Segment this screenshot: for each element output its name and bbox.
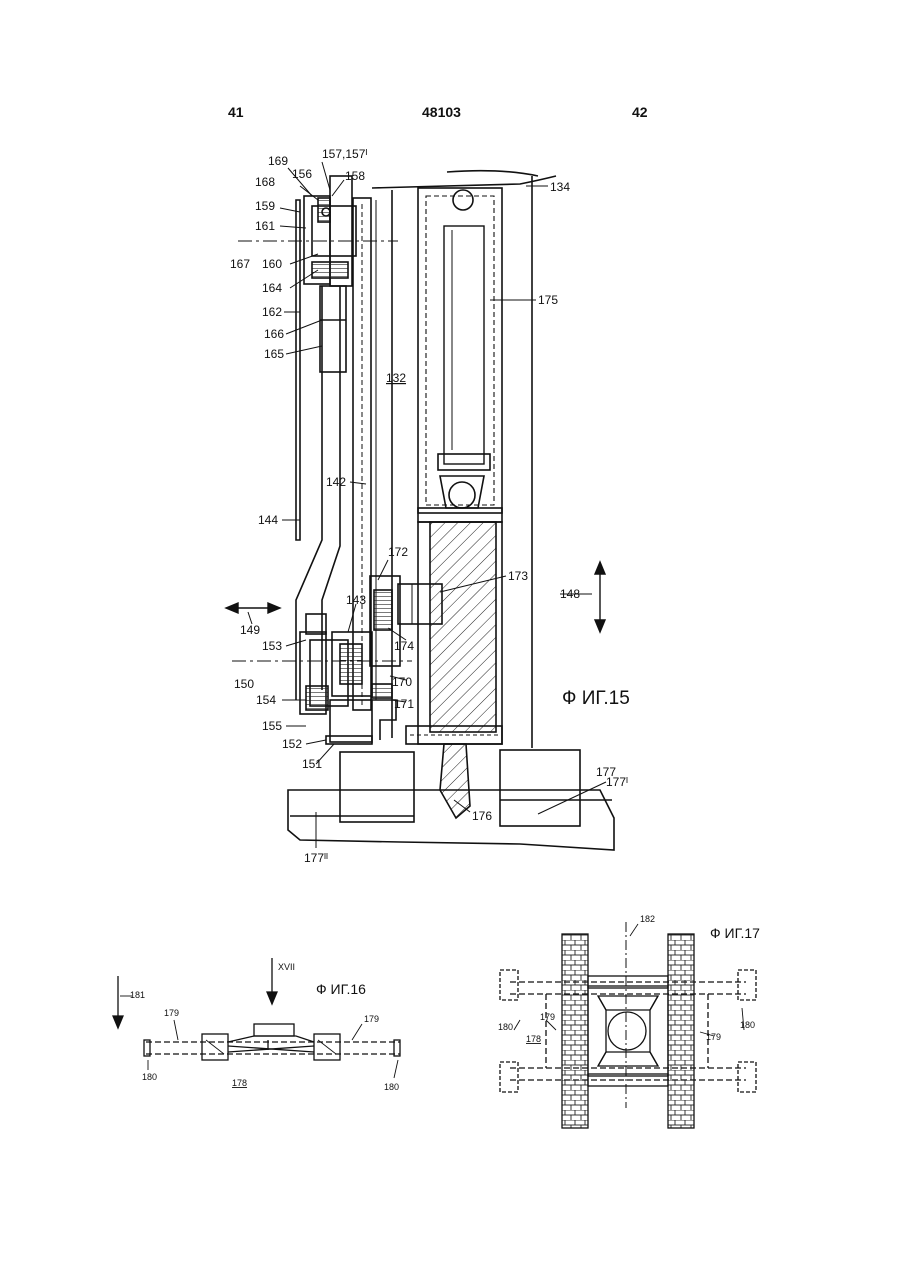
label-148: 148 [560, 587, 580, 601]
label-179-right: 179 [706, 1032, 721, 1042]
label-150: 150 [234, 677, 254, 691]
figure-16 [144, 1024, 400, 1060]
fig17-labels: 182 180 179 178 179 180 Ф ИГ.17 [498, 914, 760, 1044]
label-180-right: 180 [384, 1082, 399, 1092]
label-156: 156 [292, 167, 312, 181]
figure-17 [500, 922, 756, 1128]
label-179-left: 179 [540, 1012, 555, 1022]
label-180-right: 180 [740, 1020, 755, 1030]
fig16-caption: Ф ИГ.16 [316, 981, 366, 997]
fig16-labels: XVII 181 179 179 180 178 180 Ф ИГ.16 [130, 962, 399, 1092]
label-176: 176 [472, 809, 492, 823]
label-167: 167 [230, 257, 250, 271]
label-xvii: XVII [278, 962, 295, 972]
label-151: 151 [302, 757, 322, 771]
label-164: 164 [262, 281, 282, 295]
label-143: 143 [346, 593, 366, 607]
label-172: 172 [388, 545, 408, 559]
label-155: 155 [262, 719, 282, 733]
label-173: 173 [508, 569, 528, 583]
arrow-148 [595, 562, 605, 632]
arrow-149 [226, 603, 280, 624]
label-158: 158 [345, 169, 365, 183]
label-142: 142 [326, 475, 346, 489]
label-180-left: 180 [498, 1022, 513, 1032]
label-144: 144 [258, 513, 278, 527]
label-132: 132 [386, 371, 406, 385]
label-134: 134 [550, 180, 570, 194]
label-178: 178 [526, 1034, 541, 1044]
label-168: 168 [255, 175, 275, 189]
label-162: 162 [262, 305, 282, 319]
label-159: 159 [255, 199, 275, 213]
label-181: 181 [130, 990, 145, 1000]
label-153: 153 [262, 639, 282, 653]
label-165: 165 [264, 347, 284, 361]
label-177-prime: 177ᴵ [606, 775, 628, 789]
label-174: 174 [394, 639, 414, 653]
label-179-right: 179 [364, 1014, 379, 1024]
label-171: 171 [394, 697, 414, 711]
label-161: 161 [255, 219, 275, 233]
label-178: 178 [232, 1078, 247, 1088]
label-169: 169 [268, 154, 288, 168]
fig15-caption: Ф ИГ.15 [562, 688, 630, 709]
fig17-caption: Ф ИГ.17 [710, 925, 760, 941]
label-170: 170 [392, 675, 412, 689]
fig15-labels: 169 157,157ᴵ 156 168 158 134 159 161 167… [230, 147, 630, 865]
fig16-arrows [113, 958, 398, 1078]
label-149: 149 [240, 623, 260, 637]
label-175: 175 [538, 293, 558, 307]
label-154: 154 [256, 693, 276, 707]
label-166: 166 [264, 327, 284, 341]
label-152: 152 [282, 737, 302, 751]
label-177-double-prime: 177ᴵᴵ [304, 851, 328, 865]
label-157: 157,157ᴵ [322, 147, 367, 161]
label-179-left: 179 [164, 1008, 179, 1018]
label-180-left: 180 [142, 1072, 157, 1082]
label-160: 160 [262, 257, 282, 271]
label-182: 182 [640, 914, 655, 924]
